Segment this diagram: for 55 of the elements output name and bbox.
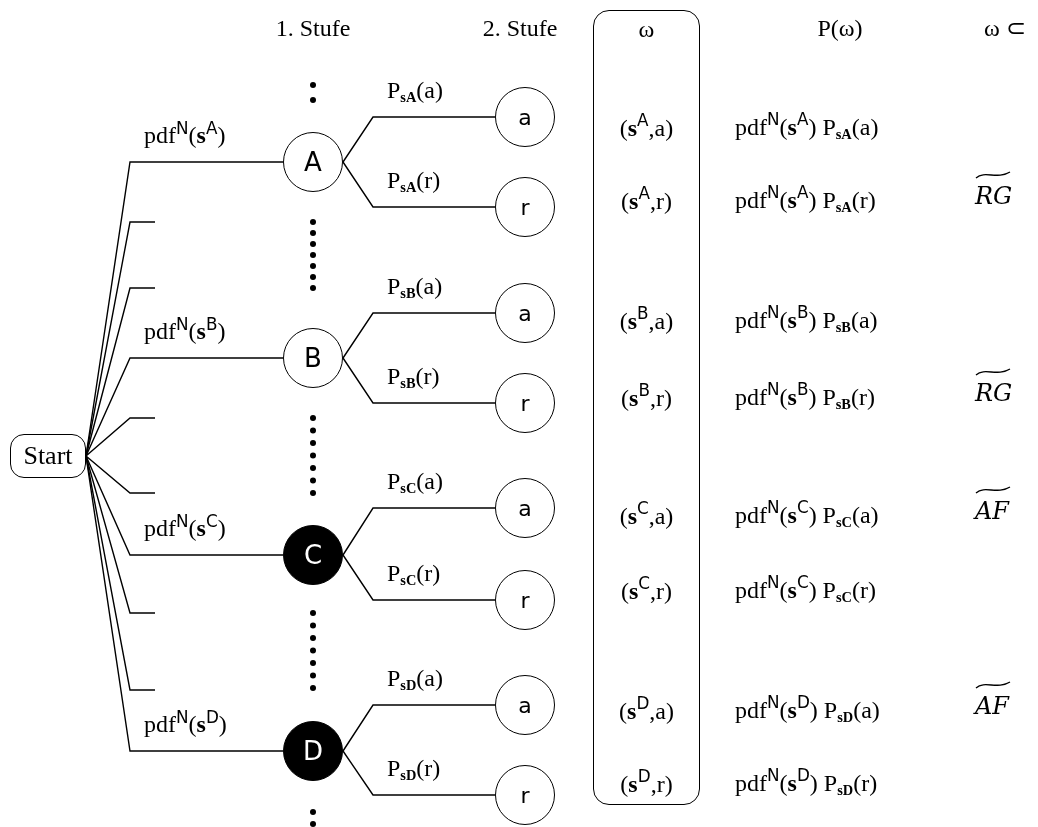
start-box: Start [10,434,86,478]
probability-formula: pdf$^{N}$(s$^{C}$) P$_{sC}$(a) [735,501,879,529]
outcome-column-box [593,10,700,805]
column-heading: 1. Stufe [275,14,351,42]
outcome-pair: (s$^{C}$,a) [618,502,675,530]
event-circle: D [283,721,343,781]
column-heading: ω [637,15,656,43]
probability-formula: pdf$^{N}$(s$^{B}$) P$_{sB}$(a) [735,306,878,334]
branch-line [342,750,496,796]
event-circle: B [283,328,343,388]
branch-stub [85,417,156,457]
branch-line [342,357,496,404]
outcome-circle: a [495,675,555,735]
edge-label: pdf$^{N}$(s$^{D}$) [142,711,229,738]
set-label: AF [975,497,1009,525]
probability-formula: pdf$^{N}$(s$^{B}$) P$_{sB}$(r) [735,383,875,411]
outcome-circle: a [495,87,555,147]
set-label: RG [975,182,1013,210]
branch-line [342,312,496,359]
branch-line [342,704,496,752]
branch-line [342,507,496,556]
outcome-pair: (s$^{D}$,r) [619,770,674,798]
branch-line [342,161,496,208]
branch-line [342,116,496,163]
edge-label: pdf$^{N}$(s$^{A}$) [142,122,228,149]
outcome-pair: (s$^{B}$,r) [620,384,673,412]
probability-formula: pdf$^{N}$(s$^{A}$) P$_{sA}$(a) [735,113,879,141]
event-circle: A [283,132,343,192]
outcome-pair: (s$^{A}$,r) [620,187,673,215]
probability-formula: pdf$^{N}$(s$^{D}$) P$_{sD}$(r) [735,769,878,797]
outcome-pair: (s$^{A}$,a) [618,114,675,142]
outcome-circle: r [495,177,555,237]
edge-label: pdf$^{N}$(s$^{C}$) [142,515,228,542]
probability-formula: pdf$^{N}$(s$^{A}$) P$_{sA}$(r) [735,186,876,214]
column-heading: 2. Stufe [482,14,558,42]
branch-line [85,357,284,457]
outcome-circle: r [495,570,555,630]
column-heading: ω ⊂ [984,14,1026,42]
branch-line [342,554,496,601]
probability-formula: pdf$^{N}$(s$^{C}$) P$_{sC}$(r) [735,576,876,604]
outcome-circle: a [495,283,555,343]
set-label: RG [975,379,1013,407]
branch-line [85,455,284,556]
set-label: AF [975,692,1009,720]
outcome-circle: a [495,478,555,538]
outcome-circle: r [495,765,555,825]
outcome-circle: r [495,373,555,433]
event-circle: C [283,525,343,585]
outcome-pair: (s$^{B}$,a) [618,307,675,335]
outcome-pair: (s$^{C}$,r) [619,577,673,605]
column-heading: P(ω) [817,14,863,42]
probability-formula: pdf$^{N}$(s$^{D}$) P$_{sD}$(a) [735,696,880,724]
branch-stub [85,455,156,494]
edge-label: pdf$^{N}$(s$^{B}$) [142,318,228,345]
outcome-pair: (s$^{D}$,a) [618,697,675,725]
